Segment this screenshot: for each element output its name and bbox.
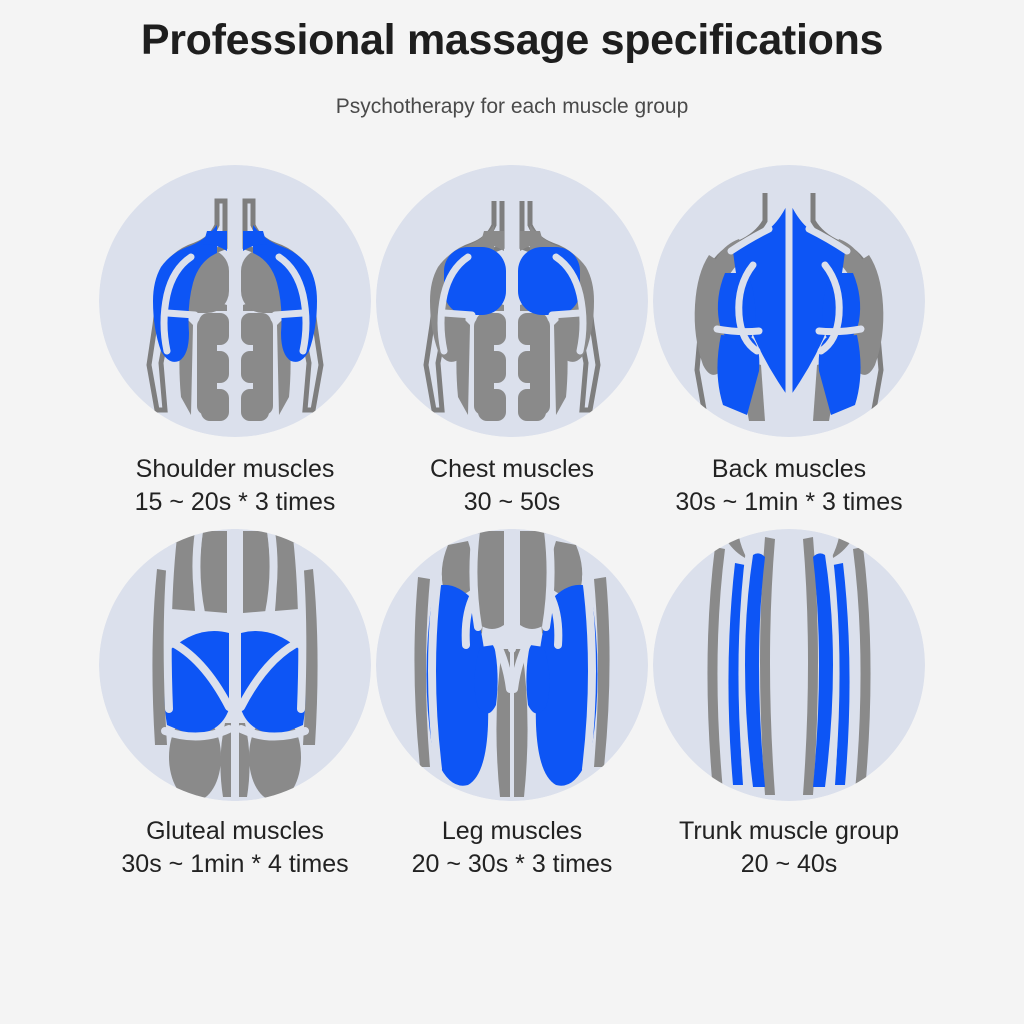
- card-trunk-name: Trunk muscle group: [679, 817, 899, 845]
- card-back-illustration: [653, 165, 925, 437]
- card-shoulder[interactable]: Shoulder muscles 15 ~ 20s * 3 times: [97, 165, 374, 519]
- card-shoulder-spec: 15 ~ 20s * 3 times: [134, 488, 336, 516]
- card-trunk-caption: Trunk muscle group 20 ~ 40s: [664, 815, 914, 881]
- gluteal-muscles-diagram-icon: [99, 529, 371, 801]
- card-gluteal-spec: 30s ~ 1min * 4 times: [121, 850, 349, 878]
- card-gluteal[interactable]: Gluteal muscles 30s ~ 1min * 4 times: [97, 529, 374, 881]
- card-trunk-illustration: [653, 529, 925, 801]
- chest-muscles-diagram-icon: [376, 165, 648, 437]
- card-leg-spec: 20 ~ 30s * 3 times: [411, 850, 613, 878]
- card-shoulder-caption: Shoulder muscles 15 ~ 20s * 3 times: [110, 453, 360, 519]
- card-gluteal-name: Gluteal muscles: [146, 817, 324, 845]
- grid-row-top: Shoulder muscles 15 ~ 20s * 3 times: [0, 165, 1024, 519]
- muscle-group-grid: Shoulder muscles 15 ~ 20s * 3 times: [0, 165, 1024, 881]
- page-header: Professional massage specifications Psyc…: [0, 0, 1024, 118]
- card-trunk[interactable]: Trunk muscle group 20 ~ 40s: [651, 529, 928, 881]
- trunk-muscle-group-diagram-icon: [653, 529, 925, 801]
- page-subtitle: Psychotherapy for each muscle group: [335, 95, 689, 119]
- grid-row-bottom: Gluteal muscles 30s ~ 1min * 4 times: [0, 529, 1024, 881]
- card-back-spec: 30s ~ 1min * 3 times: [675, 488, 903, 516]
- card-chest[interactable]: Chest muscles 30 ~ 50s: [374, 165, 651, 519]
- page-title: Professional massage specifications: [140, 16, 884, 64]
- card-gluteal-caption: Gluteal muscles 30s ~ 1min * 4 times: [110, 815, 360, 881]
- card-back-name: Back muscles: [711, 455, 867, 483]
- card-chest-spec: 30 ~ 50s: [463, 488, 561, 516]
- back-muscles-diagram-icon: [653, 165, 925, 437]
- card-trunk-spec: 20 ~ 40s: [740, 850, 838, 878]
- card-shoulder-illustration: [99, 165, 371, 437]
- card-chest-name: Chest muscles: [430, 455, 594, 483]
- card-leg-caption: Leg muscles 20 ~ 30s * 3 times: [387, 815, 637, 881]
- card-gluteal-illustration: [99, 529, 371, 801]
- card-chest-caption: Chest muscles 30 ~ 50s: [387, 453, 637, 519]
- shoulder-muscles-diagram-icon: [99, 165, 371, 437]
- card-back[interactable]: Back muscles 30s ~ 1min * 3 times: [651, 165, 928, 519]
- card-back-caption: Back muscles 30s ~ 1min * 3 times: [664, 453, 914, 519]
- card-shoulder-name: Shoulder muscles: [135, 455, 335, 483]
- card-leg[interactable]: Leg muscles 20 ~ 30s * 3 times: [374, 529, 651, 881]
- card-chest-illustration: [376, 165, 648, 437]
- card-leg-illustration: [376, 529, 648, 801]
- card-leg-name: Leg muscles: [441, 817, 583, 845]
- leg-muscles-diagram-icon: [376, 529, 648, 801]
